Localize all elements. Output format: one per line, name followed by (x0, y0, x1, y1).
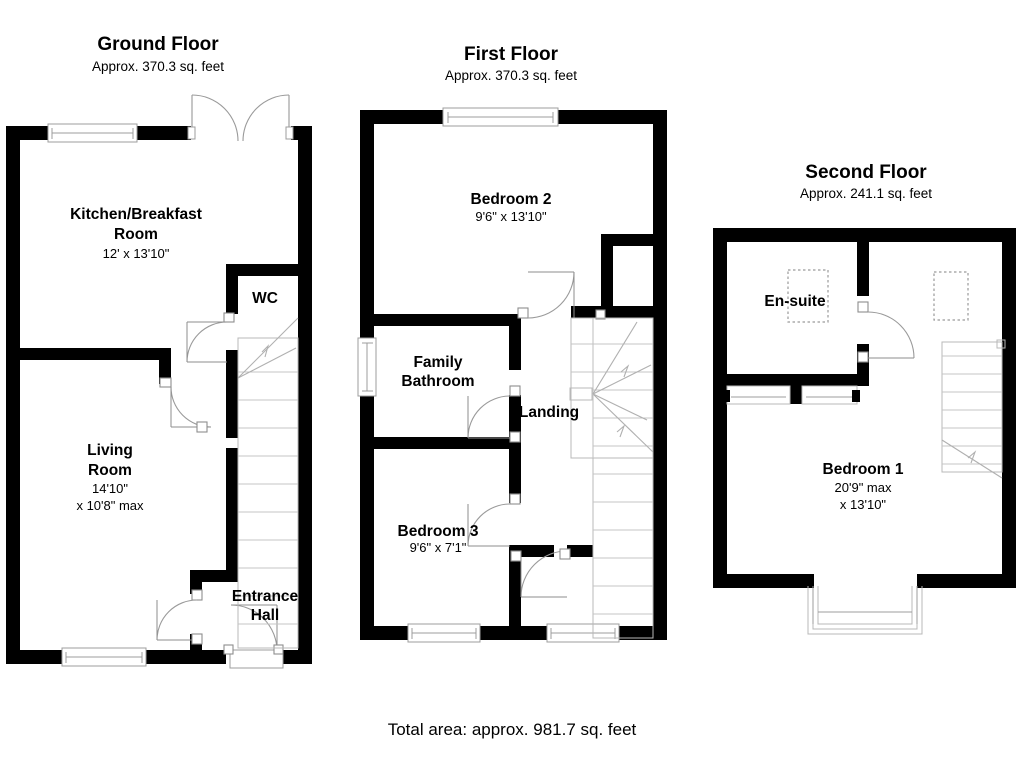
label-living-dims-1: 14'10" (92, 481, 128, 496)
wall-kitchen-living-divider (14, 348, 171, 360)
wall-stair-left-lower (226, 448, 238, 570)
door-front-entrance (223, 604, 284, 669)
wall-top-left-a (6, 126, 50, 140)
door-family-bathroom (467, 385, 521, 443)
label-entrance-line1: Entrance (232, 588, 299, 605)
wall-sf-store-divider (790, 374, 802, 404)
wall-ff-top-b (556, 110, 667, 124)
wall-sf-bottom-b (917, 574, 1016, 588)
velux-skylight-bedroom1 (933, 271, 969, 321)
label-bathroom-line2: Bathroom (401, 373, 474, 390)
label-kitchen-dims: 12' x 13'10" (103, 246, 170, 261)
wall-ff-bath-bed3-divider (371, 437, 521, 449)
bay-window-bedroom1 (807, 586, 923, 635)
wall-wc-left-lower (226, 350, 238, 398)
label-landing: Landing (519, 404, 579, 421)
staircase-first-down (592, 317, 654, 639)
first-floor-group: First Floor Approx. 370.3 sq. feet (357, 44, 667, 643)
staircase-second-down (941, 339, 1006, 479)
first-floor-walls (360, 110, 667, 640)
ground-floor-title: Ground Floor (97, 34, 219, 55)
total-area-label: Total area: approx. 981.7 sq. feet (388, 720, 637, 739)
door-ensuite (857, 301, 915, 363)
eaves-jamb-right (852, 390, 860, 402)
label-bedroom2: Bedroom 2 (471, 191, 552, 208)
window-living-room (61, 647, 147, 667)
label-entrance-line2: Hall (251, 607, 279, 624)
label-bedroom1: Bedroom 1 (823, 461, 904, 478)
wall-right-exterior (298, 126, 312, 664)
second-floor-group: Second Floor Approx. 241.1 sq. feet (713, 162, 1016, 635)
label-bedroom2-dims: 9'6" x 13'10" (475, 209, 547, 224)
label-wc: WC (252, 290, 278, 307)
wall-sf-bottom-a (713, 574, 814, 588)
wall-ff-bottom-a (360, 626, 411, 640)
wall-ff-left-a (360, 110, 374, 340)
wall-ff-bottom-c (616, 626, 667, 640)
wall-bottom-b (145, 650, 226, 664)
wall-ff-right (653, 110, 667, 640)
wall-ff-landing-top (571, 306, 653, 318)
wall-bottom-a (6, 650, 62, 664)
window-landing (546, 623, 620, 643)
second-floor-area: Approx. 241.1 sq. feet (800, 186, 932, 201)
label-kitchen-line2: Room (114, 226, 158, 243)
window-bedroom2 (442, 107, 559, 127)
wall-entrance-partition-v (190, 570, 202, 594)
label-living-dims-2: x 10'8" max (76, 498, 144, 513)
wall-ff-bed3-right-a (509, 437, 521, 503)
eaves-jamb-left (722, 390, 730, 402)
wall-ff-bed2-corner-v (601, 234, 613, 316)
staircase-first-up (569, 317, 654, 459)
wall-sf-ensuite-right-a (857, 228, 869, 296)
wall-stair-left-upper (226, 398, 238, 438)
wall-ff-top-a (360, 110, 444, 124)
staircase-ground (237, 317, 299, 649)
first-floor-area: Approx. 370.3 sq. feet (445, 68, 577, 83)
label-living-line2: Room (88, 462, 132, 479)
label-bedroom3: Bedroom 3 (398, 523, 479, 540)
label-bedroom1-dims-1: 20'9" max (835, 480, 892, 495)
ground-floor-walls (6, 126, 312, 664)
label-bedroom1-dims-2: x 13'10" (840, 497, 887, 512)
wall-sf-left (713, 228, 727, 588)
door-wc (186, 312, 235, 363)
wall-ff-bed2-south (371, 314, 521, 326)
wall-sf-right (1002, 228, 1016, 588)
ground-floor-area: Approx. 370.3 sq. feet (92, 59, 224, 74)
window-family-bathroom (357, 337, 377, 397)
wall-ff-left-b (360, 395, 374, 640)
door-living-room (159, 377, 212, 433)
wall-ff-bed2-corner-h (601, 234, 653, 246)
wall-left-exterior (6, 126, 20, 664)
wall-ff-bath-right-b (509, 395, 521, 441)
door-entrance-hall-inner (156, 589, 203, 645)
eaves-storage-strip (722, 385, 860, 405)
label-ensuite: En-suite (764, 293, 826, 310)
ground-floor-group: Ground Floor Approx. 370.3 sq. feet (6, 34, 312, 669)
label-bathroom-line1: Family (413, 354, 462, 371)
label-kitchen-line1: Kitchen/Breakfast (70, 206, 202, 223)
door-landing-lower (510, 548, 571, 598)
door-bedroom3 (467, 493, 521, 547)
second-floor-walls (713, 228, 1016, 588)
wall-ff-bed3-right-b (509, 545, 521, 638)
second-floor-title: Second Floor (805, 162, 927, 183)
wall-top-left-b (135, 126, 192, 140)
wall-wc-left-upper (226, 264, 238, 314)
window-bedroom3 (407, 623, 481, 643)
wall-ff-bath-right-a (509, 314, 521, 370)
door-bedroom2 (517, 271, 606, 320)
wall-bottom-c (278, 650, 312, 664)
wall-wc-top (226, 264, 306, 276)
window-kitchen-rear (47, 123, 138, 143)
label-bedroom3-dims: 9'6" x 7'1" (410, 540, 467, 555)
french-doors-kitchen (187, 94, 294, 142)
velux-skylight-ensuite (787, 269, 829, 323)
first-floor-title: First Floor (464, 44, 559, 65)
wall-ff-landing-lower-h2 (567, 545, 593, 557)
label-living-line1: Living (87, 442, 133, 459)
